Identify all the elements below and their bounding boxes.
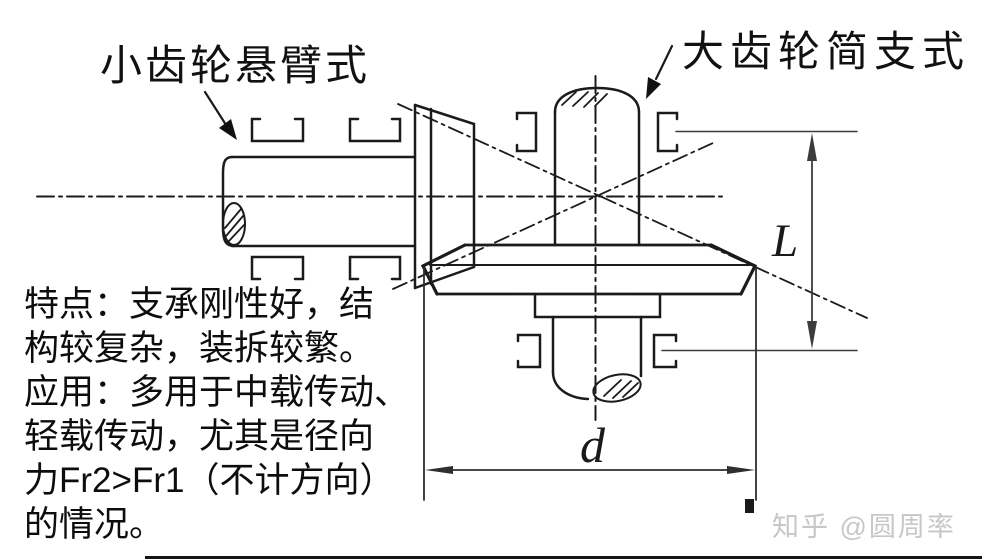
large-gear: [420, 243, 758, 296]
bearing-cup-top-2: [348, 117, 402, 143]
notes-paragraph: 特点：支承刚性好，结 构较复杂，装拆较繁。 应用：多用于中载传动、 轻载传动，尤…: [24, 283, 454, 547]
notes-line: 的情况。: [24, 505, 165, 544]
lower-break-hatch-lines: [603, 379, 639, 399]
gear-label-arrow-line: [654, 44, 674, 81]
dimension-label-L: L: [772, 215, 799, 267]
gear-shaft-bearings-lower: [516, 333, 678, 369]
gear-shaft-upper: [553, 86, 641, 247]
gear-right-tooth-tip: [709, 243, 758, 296]
bearing-bracket-lower-left: [516, 333, 542, 369]
gear-shaft-bearings-upper: [515, 111, 679, 153]
gear-shaft-lower-break-hatch: [592, 373, 642, 403]
pinion-shaft-bearings: [250, 117, 402, 281]
lower-break-ellipse: [592, 373, 642, 403]
dimension-label-d: d: [580, 417, 605, 473]
pinion-cantilever-label: 小齿轮悬臂式: [100, 42, 371, 89]
gear-shaft-lower-cap: [551, 370, 590, 401]
bearing-cup-bottom-1: [250, 255, 305, 281]
bottom-divider-line: [145, 556, 982, 559]
L-arrowhead-up: [807, 133, 817, 161]
bearing-cup-bottom-2: [348, 255, 402, 281]
gear-shaft-dome: [553, 86, 641, 114]
gear-label-arrowhead: [646, 77, 661, 99]
gear-shaft-lower: [551, 315, 643, 403]
callout-arrows: [203, 44, 674, 140]
bearing-cup-top-1: [250, 117, 305, 143]
notes-line: 应用：多用于中载传动、: [24, 373, 410, 412]
d-arrowhead-right: [727, 466, 755, 474]
image-artifact-mark: [745, 499, 754, 513]
gear-hub-outline: [533, 293, 662, 319]
pinion-label-arrowhead: [219, 119, 237, 140]
notes-line: 力Fr2>Fr1（不计方向）: [24, 461, 395, 500]
shaft-break-ellipse: [222, 202, 246, 246]
zhihu-watermark: 知乎 @圆周率: [772, 512, 956, 542]
gear-hub: [533, 293, 662, 319]
notes-line: 轻载传动，尤其是径向: [24, 417, 375, 456]
notes-line: 特点：支承刚性好，结: [24, 285, 375, 324]
bearing-bracket-lower-right: [652, 333, 678, 369]
pinion-shaft-break-hatch: [222, 202, 246, 246]
pinion-label-arrow-line: [203, 90, 230, 130]
gear-shaft-dome-hatch: [561, 91, 608, 108]
bearing-bracket-upper-right: [656, 111, 679, 153]
notes-line: 构较复杂，装拆较繁。: [24, 329, 375, 368]
L-arrowhead-down: [807, 321, 817, 349]
shaft-break-hatch-lines: [224, 208, 245, 243]
pinion-shaft-left-cap: [221, 155, 236, 248]
pitch-line-descending: [397, 103, 868, 319]
dimension-d: [423, 267, 757, 501]
bearing-bracket-upper-left: [515, 111, 538, 153]
pinion-shaft: [221, 155, 417, 248]
centerlines: [36, 75, 724, 421]
pitch-line-ascending: [392, 142, 714, 290]
gear-simply-supported-label: 大齿轮简支式: [682, 28, 971, 75]
dimension-L: [661, 130, 858, 352]
gear-left-tooth-tip: [420, 243, 467, 296]
d-arrowhead-left: [425, 466, 453, 474]
pitch-cone-lines: [392, 103, 868, 319]
pinion-top-edge: [413, 103, 476, 126]
